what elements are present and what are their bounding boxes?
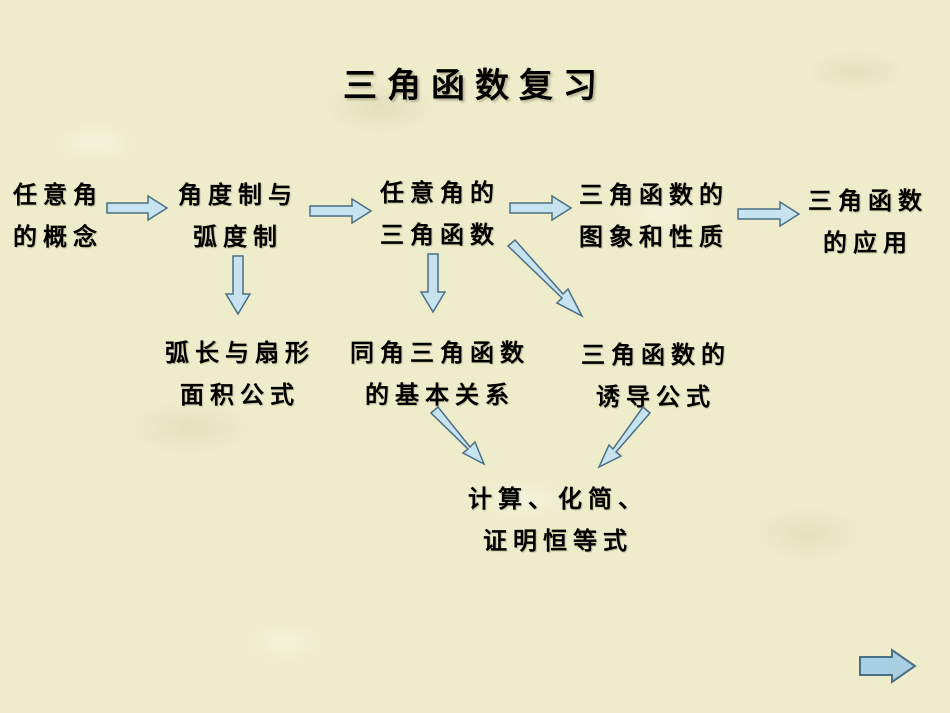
node-identities-line1: 同角三角函数 xyxy=(350,338,530,367)
node-concept: 任意角 的概念 xyxy=(8,174,108,258)
node-induction-line1: 三角函数的 xyxy=(581,340,731,369)
node-arc-sector-line2: 面积公式 xyxy=(180,380,300,409)
node-application-line1: 三角函数 xyxy=(808,186,928,215)
node-concept-line2: 的概念 xyxy=(13,222,103,251)
arrow-induction-to-compute xyxy=(597,405,652,469)
node-induction: 三角函数的 诱导公式 xyxy=(572,334,740,418)
arrow-graph-to-application xyxy=(737,200,801,228)
arrow-radian-to-arc xyxy=(224,255,252,316)
arrow-radian-to-trig xyxy=(309,197,373,225)
node-graph-properties: 三角函数的 图象和性质 xyxy=(570,174,738,258)
arrow-trig-to-graph xyxy=(509,194,573,222)
node-graph-properties-line2: 图象和性质 xyxy=(579,222,729,251)
arrow-trig-to-identities xyxy=(419,253,447,314)
arrow-identities-to-compute xyxy=(429,405,486,466)
node-compute-line2: 证明恒等式 xyxy=(483,526,633,555)
node-radian-line2: 弧度制 xyxy=(193,222,283,251)
node-application: 三角函数 的应用 xyxy=(798,180,938,264)
node-arc-sector: 弧长与扇形 面积公式 xyxy=(152,332,328,416)
node-arc-sector-line1: 弧长与扇形 xyxy=(165,338,315,367)
node-identities: 同角三角函数 的基本关系 xyxy=(342,332,538,416)
node-induction-line2: 诱导公式 xyxy=(596,382,716,411)
node-application-line2: 的应用 xyxy=(823,228,913,257)
node-radian: 角度制与 弧度制 xyxy=(170,174,306,258)
node-graph-properties-line1: 三角函数的 xyxy=(579,180,729,209)
node-trig-definition-line1: 任意角的 xyxy=(380,178,500,207)
node-concept-line1: 任意角 xyxy=(13,180,103,209)
node-trig-definition-line2: 三角函数 xyxy=(380,220,500,249)
arrow-concept-to-radian xyxy=(106,194,169,222)
page-title: 三角函数复习 xyxy=(343,66,607,106)
arrow-trig-to-induction xyxy=(506,238,584,318)
node-identities-line2: 的基本关系 xyxy=(365,380,515,409)
next-slide-button[interactable] xyxy=(858,648,918,684)
node-compute-line1: 计算、化简、 xyxy=(468,484,648,513)
node-compute-simplify-prove: 计算、化简、 证明恒等式 xyxy=(460,478,656,562)
node-radian-line1: 角度制与 xyxy=(178,180,298,209)
right-arrow-icon xyxy=(859,648,917,684)
node-trig-definition: 任意角的 三角函数 xyxy=(370,172,510,256)
